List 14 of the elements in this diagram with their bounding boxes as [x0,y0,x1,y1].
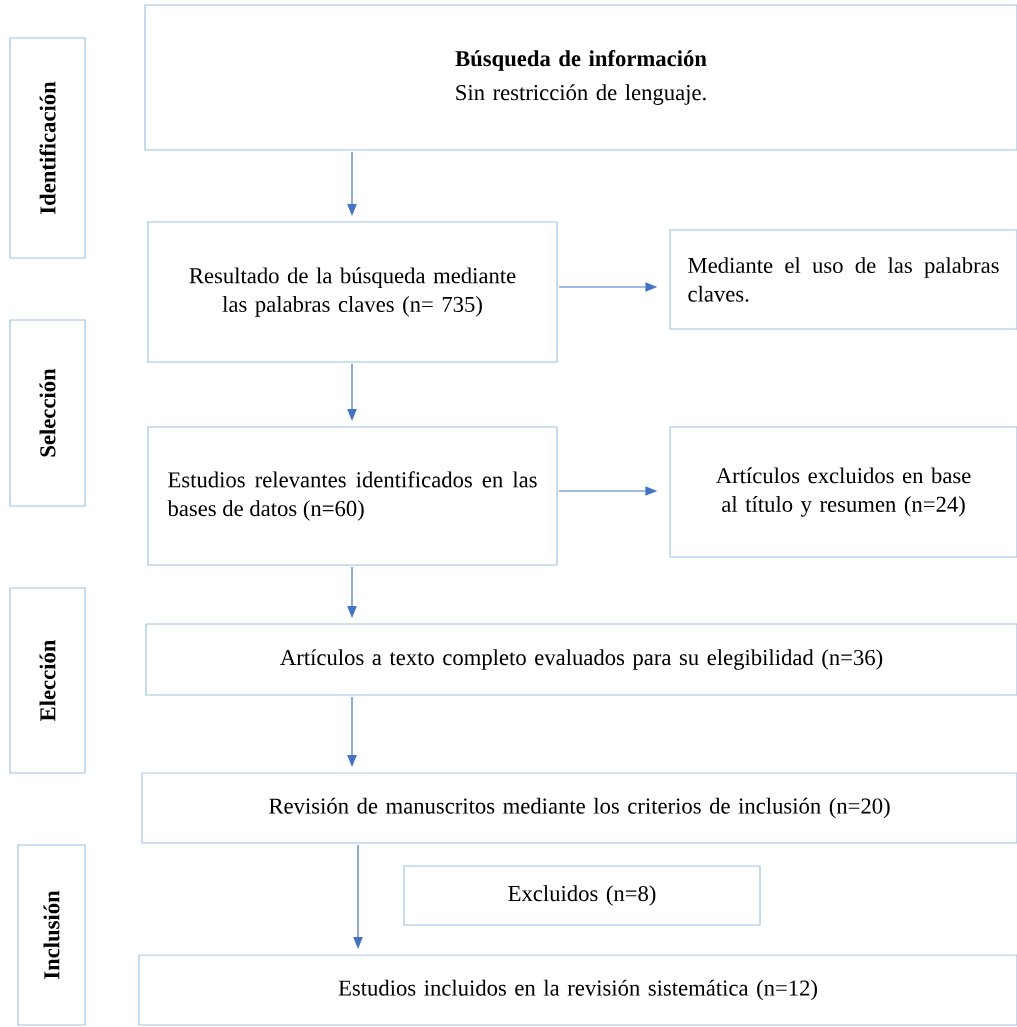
process-box: Búsqueda de información Sin restricción de lenguaje. [144,4,1017,151]
stage-label: Elección [9,587,86,774]
process-box: Excluidos (n=8) [403,865,761,926]
process-box: Estudios incluidos en la revisión sistemática (n=12) [138,954,1017,1026]
stage-label: Selección [9,319,86,507]
process-box: Artículos excluidos en base al título y resumen (n=24) [669,426,1017,558]
stage-label: Identificación [9,37,86,259]
process-box: Resultado de la búsqueda mediante las palabras claves (n= 735) [147,221,558,363]
process-box: Mediante el uso de las palabras claves. [669,229,1017,330]
process-box: Revisión de manuscritos mediante los criterios de inclusión (n=20) [141,772,1017,844]
stage-label: Inclusión [17,844,86,1026]
process-box: Estudios relevantes identificados en las bases de datos (n=60) [147,426,558,566]
arrow [347,363,357,421]
process-box: Artículos a texto completo evaluados para su elegibilidad (n=36) [145,623,1017,696]
